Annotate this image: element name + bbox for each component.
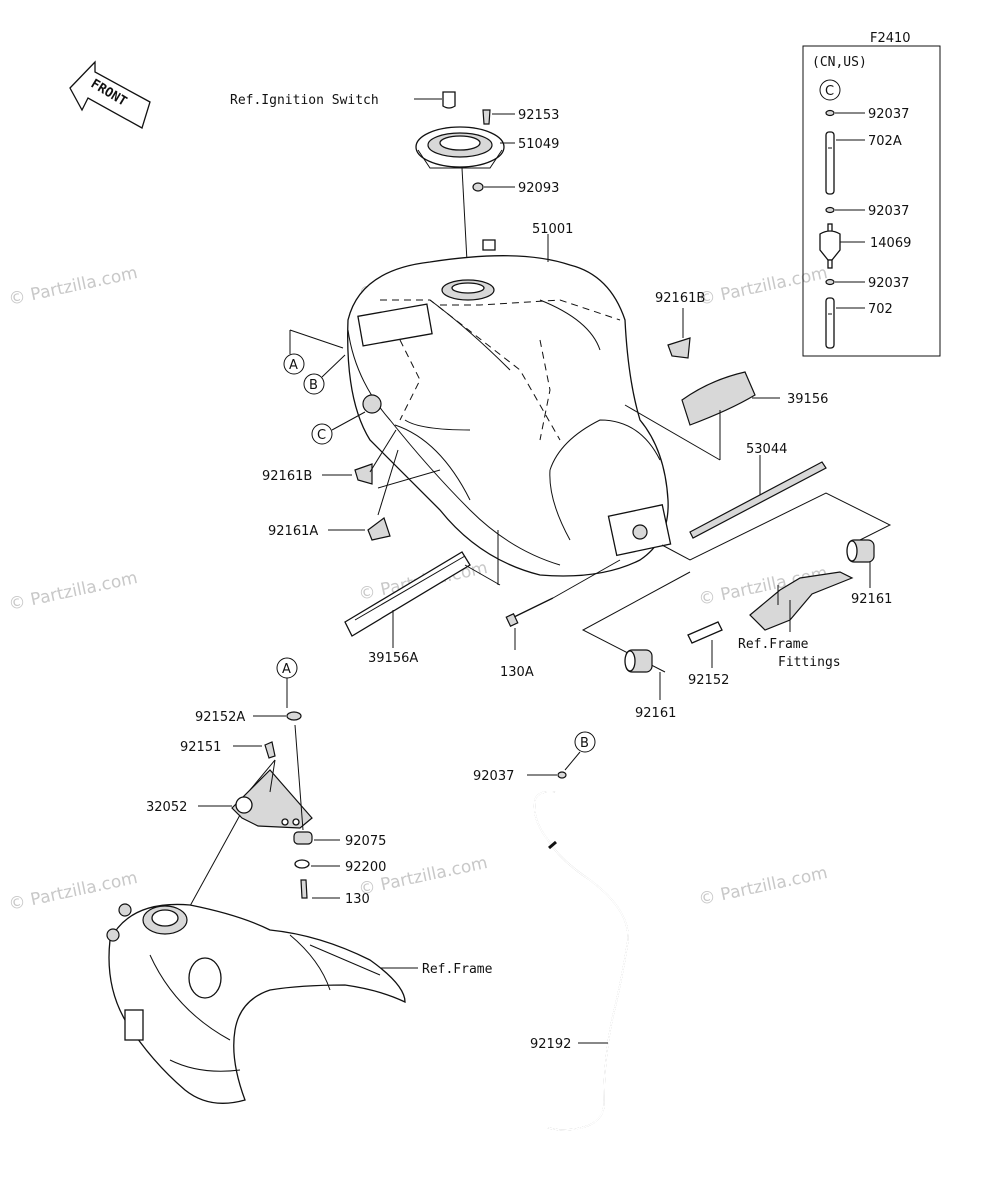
- callout-130: 130: [345, 892, 370, 907]
- rubber-pad-icon: [667, 337, 691, 359]
- circle-ref-b-label: B: [309, 378, 318, 393]
- front-arrow-icon: FRONT: [69, 60, 151, 129]
- callout-92161-right: 92161: [851, 592, 892, 607]
- callout-92152: 92152: [688, 673, 729, 688]
- collar-icon: [687, 621, 723, 644]
- watermark: © Partzilla.com: [697, 263, 829, 310]
- callout-92151: 92151: [180, 740, 221, 755]
- circle-ref-a-label: A: [289, 358, 298, 373]
- circle-ref: [819, 79, 841, 101]
- callout-39156: 39156: [787, 392, 828, 407]
- callout-92161-bottom: 92161: [635, 706, 676, 721]
- circle-ref-b: [303, 373, 325, 395]
- market-box-frame: [802, 45, 941, 357]
- tank-strip-icon: [344, 551, 471, 637]
- filter-icon: [819, 223, 841, 269]
- callout-92192: 92192: [530, 1037, 571, 1052]
- callout-92161a: 92161A: [268, 524, 318, 539]
- callout-39156a: 39156A: [368, 651, 418, 666]
- market-box: (CN,US) C 92037 702A 92037 14069 92037 7…: [802, 45, 941, 357]
- callout-32052: 32052: [146, 800, 187, 815]
- part-number: 92037: [868, 204, 909, 219]
- bolt-icon: [505, 612, 519, 628]
- callout-ref-frame-fittings: Ref.Frame: [738, 637, 809, 652]
- rubber-pad-icon: [367, 517, 391, 541]
- screw-icon: [482, 109, 491, 125]
- callout-92037: 92037: [473, 769, 514, 784]
- clip-icon: [825, 109, 835, 117]
- part-number: 702A: [868, 134, 902, 149]
- hose-icon: [825, 131, 835, 195]
- part-number: 92037: [868, 107, 909, 122]
- watermark: © Partzilla.com: [7, 263, 139, 310]
- clip-icon: [825, 206, 835, 214]
- circle-ref-a-bottom-label: A: [282, 662, 291, 677]
- washer-icon: [294, 859, 310, 869]
- circle-ref-label: C: [825, 84, 834, 99]
- part-number: 14069: [870, 236, 911, 251]
- diagram-code: F2410: [870, 31, 911, 46]
- callout-92075: 92075: [345, 834, 386, 849]
- callout-130a: 130A: [500, 665, 534, 680]
- rubber-pad-icon: [354, 463, 373, 485]
- bolt-icon: [264, 741, 276, 759]
- part-number: 92037: [868, 276, 909, 291]
- callout-51001: 51001: [532, 222, 573, 237]
- callout-ref-ignition: Ref.Ignition Switch: [230, 93, 379, 108]
- watermark: © Partzilla.com: [697, 863, 829, 910]
- callout-92153: 92153: [518, 108, 559, 123]
- rubber-damper-icon: [624, 649, 653, 673]
- mounting-bracket-icon: [357, 303, 433, 347]
- hose-icon: [825, 297, 835, 349]
- fuel-tank-body: [347, 255, 669, 577]
- clip-icon: [825, 278, 835, 286]
- callout-53044: 53044: [746, 442, 787, 457]
- callout-92093: 92093: [518, 181, 559, 196]
- callout-92161b-top: 92161B: [655, 291, 705, 306]
- circle-ref-c-label: C: [317, 428, 326, 443]
- fuel-tank: [347, 239, 672, 577]
- fuel-cap-assembly: Ref.Ignition Switch 92153 51049 92093: [230, 91, 559, 281]
- circle-ref-b-bottom: [574, 731, 596, 753]
- callout-92161b-left: 92161B: [262, 469, 312, 484]
- callout-ref-frame: Ref.Frame: [422, 962, 493, 977]
- part-number: 702: [868, 302, 893, 317]
- grommet-icon: [293, 831, 313, 845]
- tank-strip-icon: [689, 461, 827, 539]
- ignition-key-icon: [442, 91, 456, 109]
- frame-icon: [106, 903, 406, 1104]
- market-box-heading: (CN,US): [812, 55, 867, 70]
- bolt-icon: [300, 879, 308, 899]
- clip-icon: [557, 771, 567, 779]
- callout-51049: 51049: [518, 137, 559, 152]
- gasket-icon: [472, 182, 484, 192]
- collar-icon: [286, 711, 302, 721]
- callout-ref-frame-fittings-2: Fittings: [778, 655, 841, 670]
- tank-pad-icon: [681, 371, 756, 426]
- circle-ref-b-bottom-label: B: [580, 736, 589, 751]
- circle-ref-a: [283, 353, 305, 375]
- fuel-fitting-icon: [362, 394, 382, 414]
- bracket-icon: [231, 769, 313, 829]
- frame-fitting-icon: [749, 571, 854, 631]
- callout-92200: 92200: [345, 860, 386, 875]
- callout-92152a: 92152A: [195, 710, 245, 725]
- circle-ref-c: [311, 423, 333, 445]
- rubber-damper-icon: [846, 539, 875, 563]
- watermark: © Partzilla.com: [7, 568, 139, 615]
